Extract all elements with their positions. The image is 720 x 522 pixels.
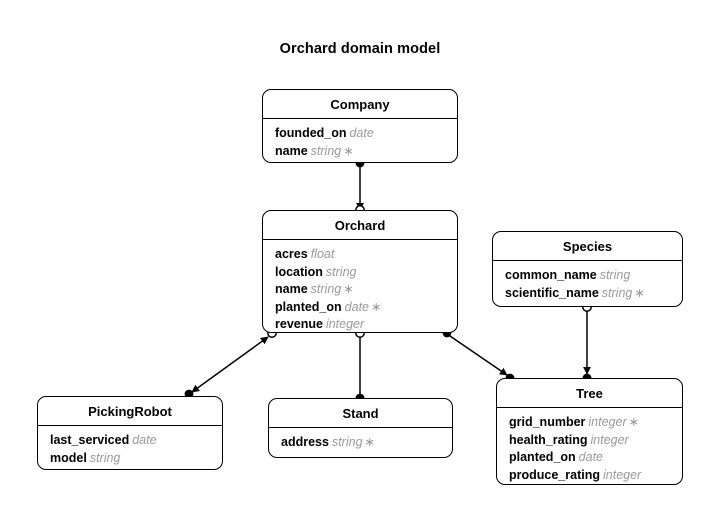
attribute-name: produce_rating [509, 467, 600, 482]
entity-title-orchard: Orchard [263, 211, 457, 240]
entity-title-tree: Tree [497, 379, 682, 408]
entity-title-species: Species [493, 232, 682, 261]
attribute-type: string [89, 450, 121, 465]
attribute-required-marker: ∗ [634, 285, 645, 300]
attribute-type: string [310, 282, 342, 296]
page-title: Orchard domain model [279, 41, 441, 57]
attribute-type: string [599, 268, 631, 282]
entity-title-company: Company [263, 90, 457, 119]
attribute-required-marker: ∗ [343, 143, 354, 158]
edge-company-orchard [355, 158, 365, 215]
attribute-type: float [310, 247, 335, 261]
attribute-type: integer [588, 415, 627, 429]
attribute-required-marker: ∗ [628, 415, 640, 429]
attribute-name: founded_on [275, 126, 347, 140]
attribute-name: address [281, 435, 329, 449]
attribute-type: integer [603, 467, 642, 482]
attribute-name: name [275, 282, 308, 296]
attribute-type: string [310, 143, 342, 158]
attribute-name: common_name [505, 268, 597, 282]
entity-title-pickingrobot: PickingRobot [38, 397, 222, 426]
attribute-name: planted_on [275, 299, 342, 314]
attribute-name: location [275, 264, 323, 279]
attribute-type: string [325, 264, 357, 279]
attribute-name: acres [275, 247, 308, 261]
attribute-name: health_rating [509, 432, 588, 447]
attribute-type: date [344, 299, 370, 314]
attribute-required-marker: ∗ [343, 282, 354, 296]
edge-species-tree [582, 302, 592, 383]
attribute-type: string [601, 285, 633, 300]
attribute-name: last_serviced [50, 433, 130, 447]
attribute-name: model [50, 450, 87, 465]
attribute-type: integer [325, 317, 365, 331]
attribute-name: revenue [275, 317, 323, 331]
attribute-required-marker: ∗ [364, 435, 376, 449]
attribute-name: name [275, 143, 308, 158]
edge-orchard-pickingrobot [184, 328, 277, 399]
edge-orchard-tree [442, 328, 515, 383]
attribute-type: date [132, 433, 157, 447]
attribute-type: string [331, 435, 363, 449]
attribute-name: planted_on [509, 450, 576, 464]
attribute-type: date [349, 126, 374, 140]
attribute-type: integer [590, 432, 629, 447]
attribute-name: grid_number [509, 415, 586, 429]
edge-orchard-stand [355, 328, 365, 403]
entity-title-stand: Stand [269, 399, 452, 428]
attribute-required-marker: ∗ [371, 299, 382, 314]
attribute-name: scientific_name [505, 285, 599, 300]
attribute-type: date [578, 450, 604, 464]
